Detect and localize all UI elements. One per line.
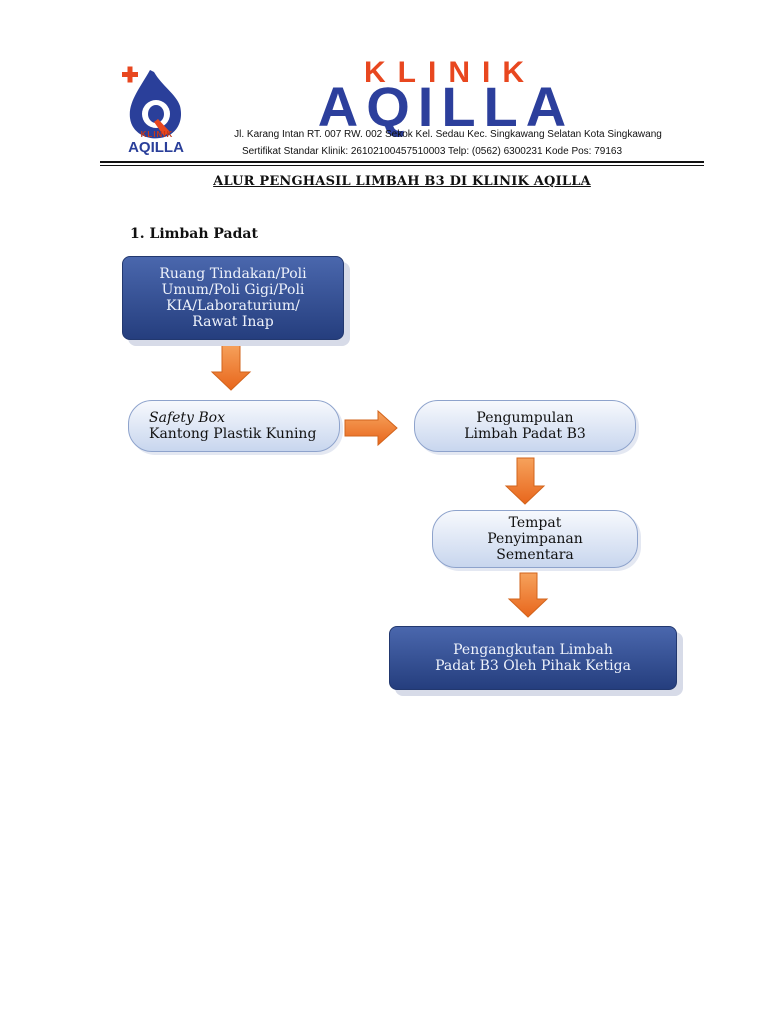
transport-line-2: Padat B3 Oleh Pihak Ketiga — [435, 658, 631, 674]
flow-box-storage: Tempat Penyimpanan Sementara — [432, 510, 638, 568]
logo-small-text: KLINIK — [140, 130, 174, 139]
flow-box-collection: Pengumpulan Limbah Padat B3 — [414, 400, 636, 452]
arrow-down-storage-to-transport — [507, 572, 549, 618]
collection-line-1: Pengumpulan — [476, 410, 574, 426]
flow-box-container: Safety Box Kantong Plastik Kuning — [128, 400, 340, 452]
address-line: Jl. Karang Intan RT. 007 RW. 002 Sekok K… — [234, 129, 662, 140]
transport-line-1: Pengangkutan Limbah — [453, 642, 613, 658]
source-line-2: Umum/Poli Gigi/Poli — [161, 282, 305, 298]
storage-line-2: Penyimpanan — [487, 531, 583, 547]
brand-aqilla: AQILLA — [317, 75, 575, 138]
arrow-right-container-to-collection — [344, 409, 398, 447]
clinic-logo-mark — [122, 66, 182, 139]
logo-name: AQILLA — [128, 139, 184, 156]
storage-line-3: Sementara — [496, 547, 574, 563]
source-line-3: KIA/Laboraturium/ — [166, 298, 300, 314]
header-rule-thick — [100, 161, 704, 163]
brand-klinik: KLINIK — [364, 56, 536, 89]
arrow-down-collection-to-storage — [504, 457, 546, 505]
arrow-down-source-to-container — [210, 343, 252, 391]
section-heading: 1. Limbah Padat — [130, 226, 258, 242]
container-safety-box: Safety Box — [149, 410, 226, 426]
storage-line-1: Tempat — [508, 515, 562, 531]
flow-box-source-rooms: Ruang Tindakan/Poli Umum/Poli Gigi/Poli … — [122, 256, 344, 340]
certificate-line: Sertifikat Standar Klinik: 2610210045751… — [241, 146, 623, 157]
collection-line-2: Limbah Padat B3 — [464, 426, 586, 442]
source-line-4: Rawat Inap — [192, 314, 274, 330]
header-rule-thin — [100, 165, 704, 166]
document-title: ALUR PENGHASIL LIMBAH B3 DI KLINIK AQILL… — [213, 174, 591, 189]
container-plastic-bag: Kantong Plastik Kuning — [149, 426, 317, 442]
flow-box-transport: Pengangkutan Limbah Padat B3 Oleh Pihak … — [389, 626, 677, 690]
source-line-1: Ruang Tindakan/Poli — [159, 266, 307, 282]
